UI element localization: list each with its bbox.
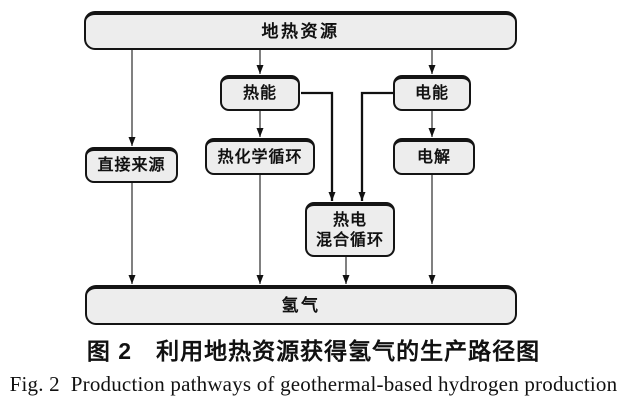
node-hydrogen: 氢气 (85, 285, 517, 325)
node-label: 混合循环 (315, 231, 384, 249)
edge-thermal-energy-to-hybrid-cycle (301, 91, 336, 201)
node-hybrid-cycle: 热电混合循环 (305, 202, 395, 257)
node-thermochemical-cycle: 热化学循环 (205, 138, 315, 175)
node-label: 电能 (414, 85, 449, 102)
node-label: 地热资源 (261, 21, 340, 41)
edge-electric-energy-to-hybrid-cycle (358, 91, 393, 201)
node-label: 热化学循环 (217, 148, 303, 166)
node-label: 热电 (332, 211, 367, 229)
figure-caption-zh: 图 2 利用地热资源获得氢气的生产路径图 (86, 338, 541, 364)
node-electric-energy: 电能 (393, 75, 471, 111)
node-label: 电解 (416, 148, 451, 166)
node-label: 直接来源 (97, 157, 166, 174)
figure-caption-en: Fig. 2 Production pathways of geothermal… (9, 372, 618, 396)
node-geothermal-resource: 地热资源 (84, 11, 517, 50)
node-label: 氢气 (281, 296, 321, 316)
node-thermal-energy: 热能 (220, 75, 300, 111)
node-electrolysis: 电解 (393, 138, 475, 175)
node-label: 热能 (242, 85, 277, 102)
node-direct-source: 直接来源 (85, 147, 178, 183)
